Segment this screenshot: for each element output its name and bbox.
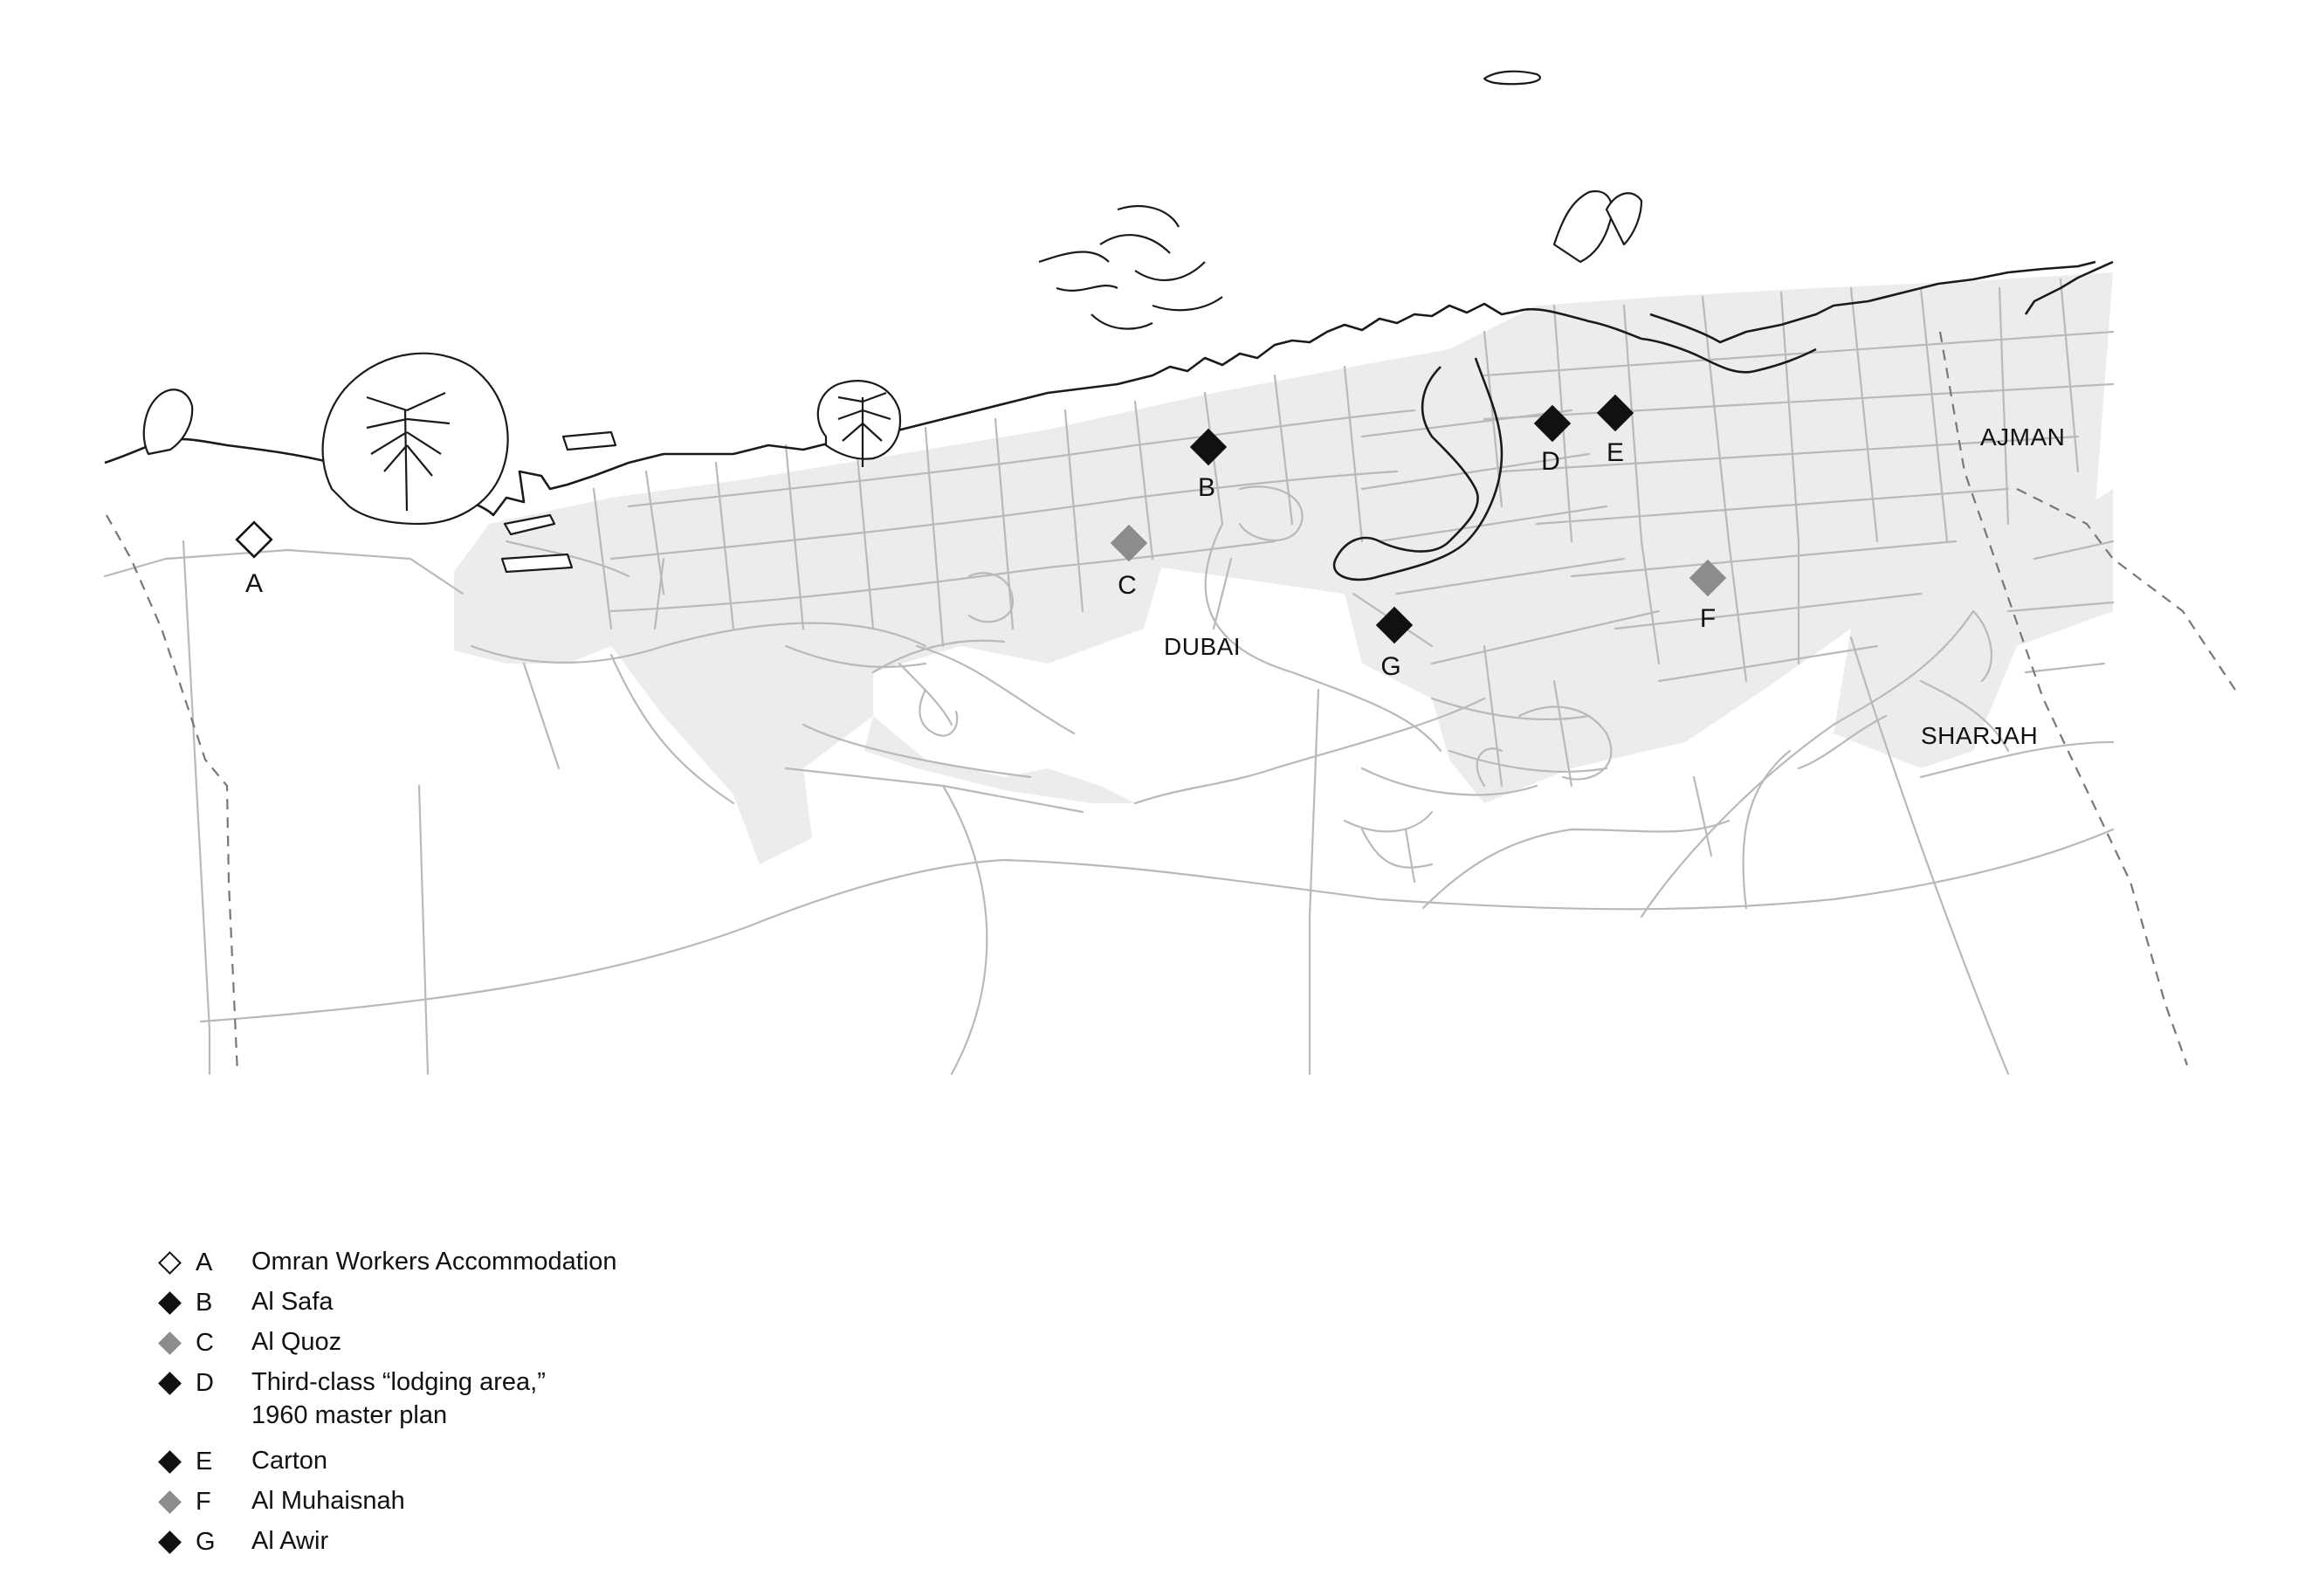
marker-letter: E [1607, 438, 1624, 467]
legend-letter: A [196, 1249, 213, 1276]
marker-letter: D [1541, 447, 1560, 476]
map-marker-a[interactable]: A [235, 520, 273, 598]
islands [142, 70, 1643, 574]
legend-label: Al Quoz [251, 1328, 342, 1356]
marker-letter: C [1118, 571, 1137, 600]
legend-item-d: D Third-class “lodging area,”1960 master… [155, 1366, 617, 1444]
map-marker-d[interactable]: D [1533, 404, 1572, 476]
legend-letter: D [196, 1369, 214, 1397]
map-marker-c[interactable]: C [1110, 524, 1148, 600]
diamond-filled-icon [155, 1289, 185, 1318]
legend-label: Carton [251, 1447, 328, 1475]
legend-item-b: B Al Safa [155, 1285, 617, 1325]
map-marker-g[interactable]: G [1375, 606, 1414, 681]
legend-item-e: E Carton [155, 1444, 617, 1484]
legend-item-f: F Al Muhaisnah [155, 1484, 617, 1524]
map-marker-b[interactable]: B [1189, 428, 1228, 502]
diamond-grey-icon [155, 1329, 185, 1359]
legend-label: Al Muhaisnah [251, 1487, 405, 1515]
map-marker-f[interactable]: F [1689, 559, 1727, 633]
map-legend: A Omran Workers Accommodation B Al Safa … [155, 1245, 617, 1565]
legend-label: Omran Workers Accommodation [251, 1248, 617, 1276]
legend-letter: E [196, 1448, 213, 1476]
diamond-filled-icon [155, 1528, 185, 1558]
emirate-borders [106, 331, 2236, 1075]
diamond-grey-icon [155, 1488, 185, 1517]
legend-letter: B [196, 1289, 213, 1317]
diamond-filled-icon [155, 1448, 185, 1477]
urban-area [454, 272, 2113, 864]
legend-letter: C [196, 1329, 214, 1357]
legend-item-c: C Al Quoz [155, 1325, 617, 1366]
road-network [103, 278, 2115, 1076]
place-label-ajman: AJMAN [1980, 423, 2065, 451]
legend-label: Al Safa [251, 1288, 334, 1316]
legend-letter: F [196, 1488, 211, 1516]
place-label-sharjah: SHARJAH [1921, 722, 2038, 749]
site-markers: A B C D E F G [235, 394, 1727, 681]
legend-item-a: A Omran Workers Accommodation [155, 1245, 617, 1285]
map-marker-e[interactable]: E [1596, 394, 1634, 467]
marker-letter: G [1380, 652, 1400, 681]
diamond-outline-icon [155, 1249, 185, 1278]
marker-letter: B [1198, 473, 1215, 502]
legend-item-g: G Al Awir [155, 1524, 617, 1565]
legend-label: Third-class “lodging area,”1960 master p… [251, 1368, 546, 1429]
diamond-filled-icon [155, 1369, 185, 1399]
legend-label: Al Awir [251, 1527, 329, 1555]
marker-letter: A [245, 569, 263, 598]
coastline [104, 260, 2114, 581]
place-label-dubai: DUBAI [1164, 633, 1241, 660]
legend-letter: G [196, 1528, 216, 1556]
marker-letter: F [1700, 604, 1716, 633]
